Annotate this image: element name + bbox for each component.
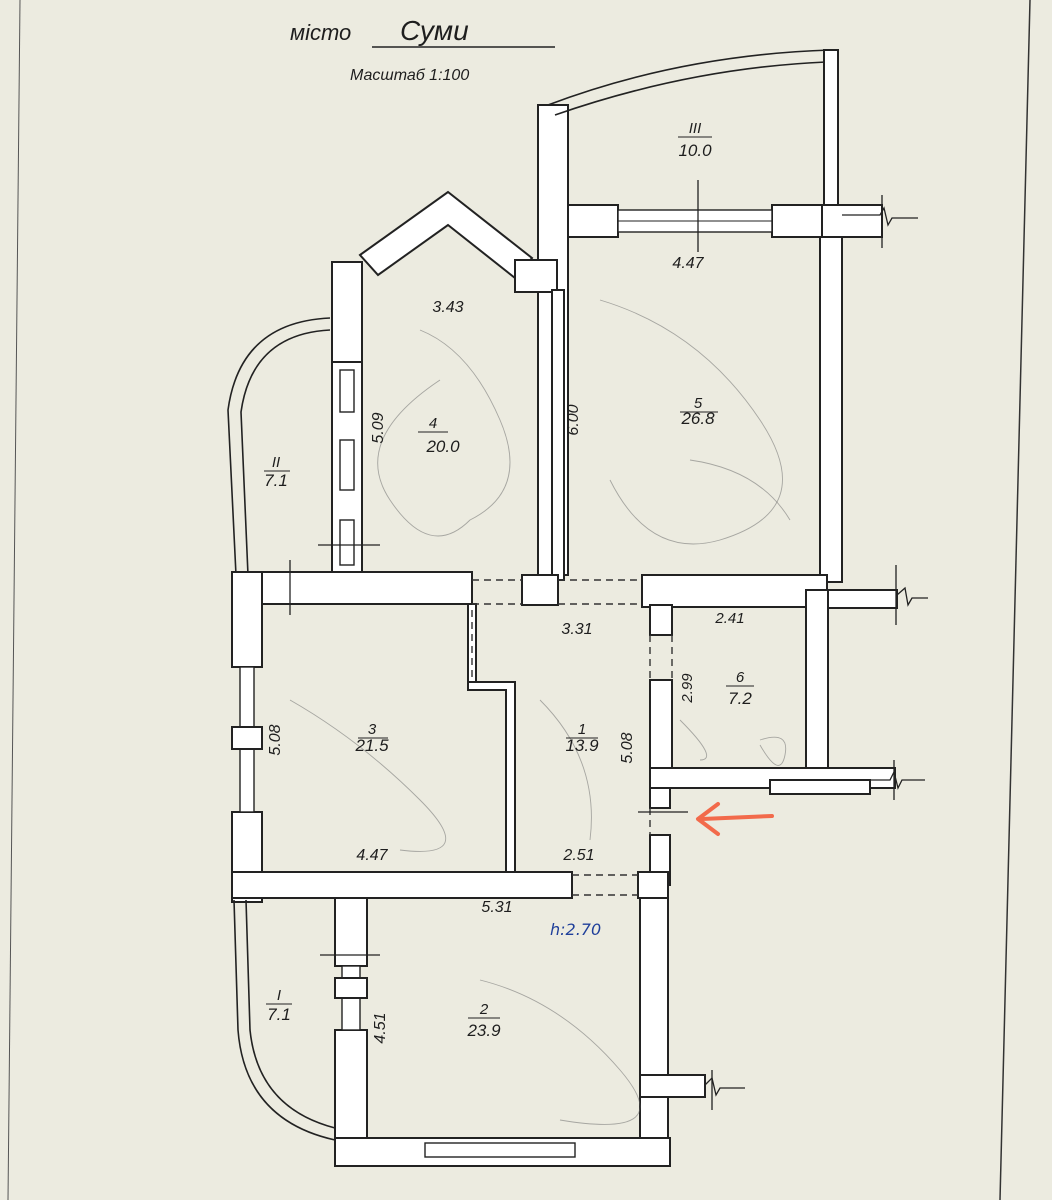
scale-label: Масштаб 1:100 bbox=[350, 67, 469, 84]
balcony-iii-number: III bbox=[689, 120, 702, 137]
dim-2-51: 2.51 bbox=[562, 847, 594, 864]
balcony-ii-number: II bbox=[272, 454, 280, 471]
room-labels: III 10.0 4 20.0 5 26.8 II 7.1 6 7.2 3 21… bbox=[264, 120, 754, 1040]
dim-4-47-top: 4.47 bbox=[672, 255, 704, 272]
door-openings bbox=[471, 579, 673, 896]
balcony-i-area: 7.1 bbox=[267, 1005, 291, 1024]
balcony-i-number: I bbox=[277, 987, 281, 1004]
pencil-scribbles bbox=[289, 299, 791, 1125]
room-1-number: 1 bbox=[578, 721, 586, 738]
room-1-area: 13.9 bbox=[565, 736, 599, 755]
dim-3-31: 3.31 bbox=[561, 621, 592, 638]
city-name: Суми bbox=[400, 15, 469, 46]
dim-2-41: 2.41 bbox=[714, 610, 744, 627]
dim-3-43: 3.43 bbox=[432, 299, 463, 316]
room-5-number: 5 bbox=[694, 395, 703, 412]
room-3-area: 21.5 bbox=[354, 736, 389, 755]
arrow-left-icon bbox=[696, 802, 774, 836]
room-6-area: 7.2 bbox=[728, 689, 752, 708]
balcony-ii-area: 7.1 bbox=[264, 471, 288, 490]
dim-2-99: 2.99 bbox=[679, 673, 696, 704]
room-4-area: 20.0 bbox=[425, 437, 460, 456]
dim-6-00: 6.00 bbox=[565, 404, 582, 435]
dim-5-08-mid: 5.08 bbox=[619, 732, 636, 763]
dim-5-08-left: 5.08 bbox=[267, 724, 284, 755]
break-markers bbox=[289, 180, 928, 1110]
dim-4-51: 4.51 bbox=[372, 1012, 389, 1043]
room-6-number: 6 bbox=[736, 669, 745, 686]
ceiling-height-note: h:2.70 bbox=[550, 920, 601, 939]
room-5-area: 26.8 bbox=[680, 409, 715, 428]
balcony-iii-area: 10.0 bbox=[678, 141, 712, 160]
room-2-area: 23.9 bbox=[466, 1021, 501, 1040]
dim-5-31: 5.31 bbox=[481, 899, 512, 916]
dim-5-09: 5.09 bbox=[370, 412, 387, 443]
city-label: місто bbox=[290, 20, 351, 45]
walls bbox=[227, 49, 898, 1167]
dimension-labels: 3.43 5.09 6.00 4.47 3.31 2.41 2.99 5.08 … bbox=[267, 255, 745, 1044]
room-3-number: 3 bbox=[368, 721, 377, 738]
sheet-border-left bbox=[7, 0, 21, 1200]
dim-4-47-bottom: 4.47 bbox=[356, 847, 388, 864]
room-2-number: 2 bbox=[479, 1001, 489, 1018]
room-4-number: 4 bbox=[429, 415, 437, 432]
sheet-border-right bbox=[999, 0, 1031, 1200]
